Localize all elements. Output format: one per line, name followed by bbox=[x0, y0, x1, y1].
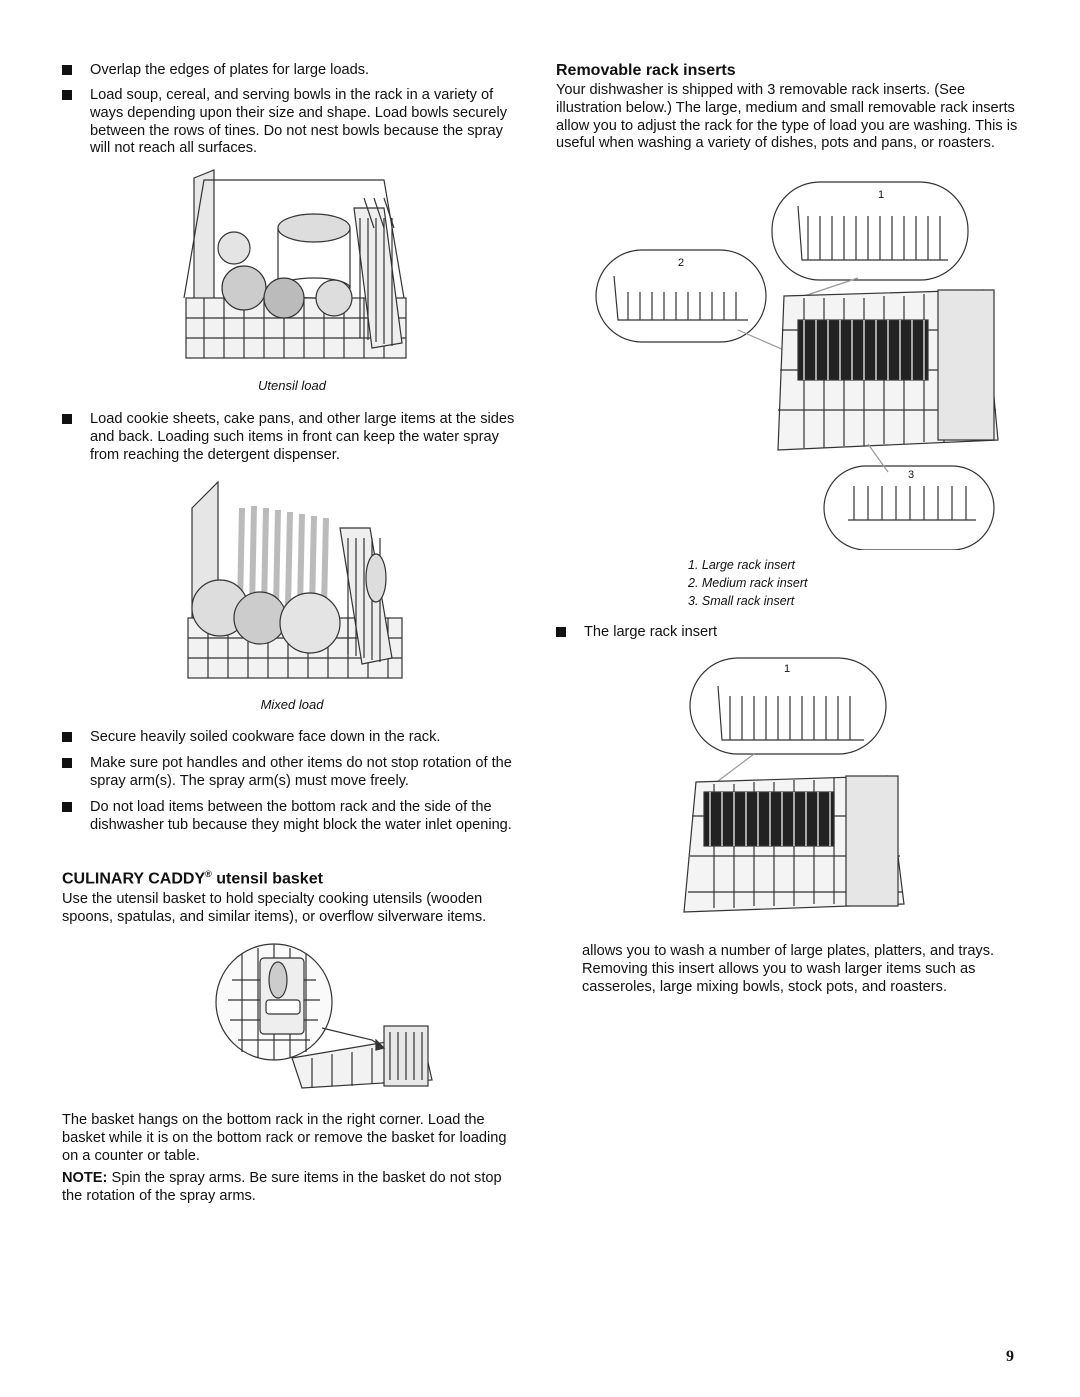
callout-1: 1 bbox=[878, 189, 884, 201]
callout-2: 2 bbox=[678, 257, 684, 269]
callout-large-1: 1 bbox=[784, 663, 790, 675]
bullet-cookie-sheets: Load cookie sheets, cake pans, and other… bbox=[62, 411, 522, 464]
bullet-overlap-plates: Overlap the edges of plates for large lo… bbox=[62, 62, 522, 80]
bullet-pot-handles: Make sure pot handles and other items do… bbox=[62, 755, 522, 791]
rack-insert-captions: 1. Large rack insert 2. Medium rack inse… bbox=[688, 556, 948, 610]
large-insert-description: allows you to wash a number of large pla… bbox=[582, 943, 995, 995]
registered-mark: ® bbox=[205, 869, 212, 879]
utensil-load-illustration bbox=[183, 169, 407, 359]
bullet-large-rack-insert: The large rack insert bbox=[556, 624, 1016, 642]
caption-large-insert: 1. Large rack insert bbox=[688, 558, 795, 572]
note-paragraph: NOTE: Spin the spray arms. Be sure items… bbox=[62, 1170, 524, 1206]
caption-small-insert: 3. Small rack insert bbox=[688, 594, 795, 608]
caddy-heading: CULINARY CADDY® utensil basket bbox=[62, 869, 323, 888]
caddy-heading-brand: CULINARY CADDY bbox=[62, 870, 206, 888]
mixed-load-illustration bbox=[187, 480, 403, 679]
note-label: NOTE: bbox=[62, 1170, 108, 1186]
large-rack-insert-illustration: 1 bbox=[683, 657, 905, 913]
caddy-description: Use the utensil basket to hold specialty… bbox=[62, 891, 487, 925]
rack-inserts-intro: Your dishwasher is shipped with 3 remova… bbox=[556, 82, 1018, 152]
rack-inserts-heading: Removable rack inserts bbox=[556, 62, 736, 79]
utensil-load-caption: Utensil load bbox=[258, 378, 326, 393]
caption-medium-insert: 2. Medium rack insert bbox=[688, 576, 808, 590]
page-number: 9 bbox=[1006, 1348, 1014, 1365]
rack-inserts-illustration: 1 2 3 bbox=[595, 181, 999, 550]
utensil-basket-illustration bbox=[215, 943, 433, 1089]
caddy-heading-rest: utensil basket bbox=[211, 870, 323, 888]
callout-3: 3 bbox=[908, 469, 914, 481]
mixed-load-caption: Mixed load bbox=[260, 697, 324, 712]
note-text: Spin the spray arms. Be sure items in th… bbox=[62, 1170, 502, 1204]
bullet-bottom-rack-side: Do not load items between the bottom rac… bbox=[62, 799, 522, 835]
bullet-secure-cookware: Secure heavily soiled cookware face down… bbox=[62, 729, 522, 747]
basket-hang-text: The basket hangs on the bottom rack in t… bbox=[62, 1112, 507, 1164]
bullet-load-bowls: Load soup, cereal, and serving bowls in … bbox=[62, 87, 522, 158]
